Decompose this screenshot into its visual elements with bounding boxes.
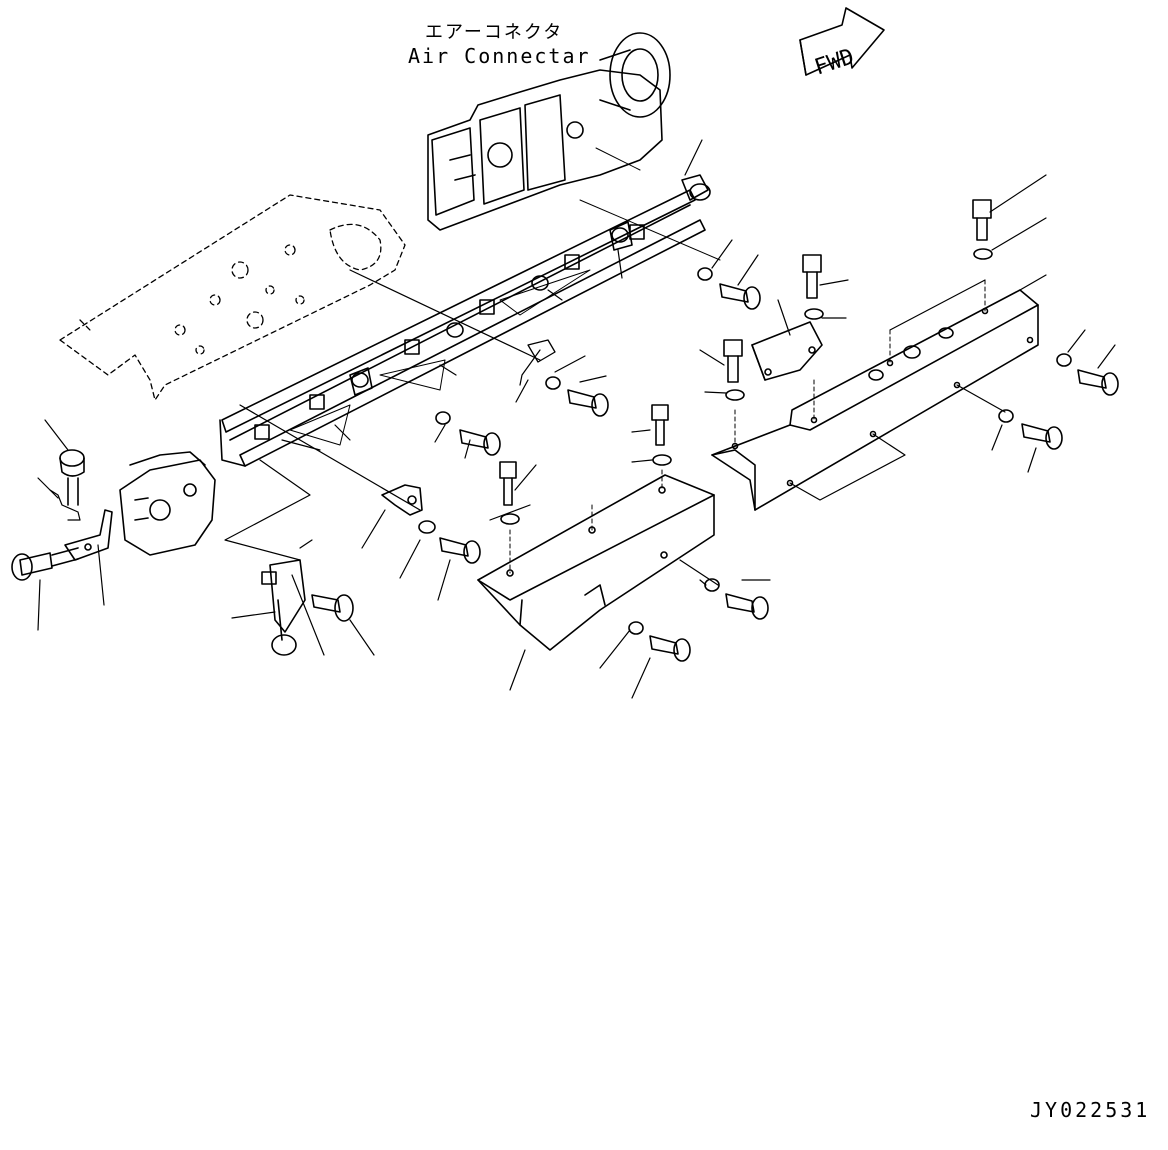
bolt [1021,423,1063,450]
washer [1056,353,1072,367]
valve-assembly [119,451,216,556]
bolt [719,283,761,310]
sensor-bolt [311,594,354,622]
washer [652,454,672,466]
bolt [723,339,743,383]
cover-plate-right [711,279,1039,511]
bolt [459,429,501,456]
bolt [802,254,822,299]
washer [998,409,1014,423]
air-connector-assembly [427,32,671,231]
washer [418,520,436,534]
bolt [1077,369,1119,396]
sensor-clip [261,559,306,656]
washer [628,621,644,635]
bolt [972,199,992,241]
air-connector-label: Air Connectar [408,44,591,68]
left-bracket [64,509,113,561]
angle-bracket [751,321,823,381]
cover-plate-center [477,469,715,651]
washer [973,248,993,260]
drawing-code: JY022531 [1030,1098,1151,1122]
leader-lines [224,139,703,561]
fwd-label: FWD [812,44,858,80]
washer [804,308,824,320]
washer [545,376,561,390]
top-left-bolt [59,449,85,506]
washer [725,389,745,401]
bolt [649,635,691,662]
air-connector-label-jp: エアーコネクタ [425,22,564,43]
fwd-arrow-icon: FWD [799,7,885,81]
bolt [651,404,669,446]
washer [500,513,520,525]
small-clamp [527,339,556,363]
bolt [439,537,481,564]
bolt [725,593,769,620]
washer [697,267,713,281]
washer [435,411,451,425]
washer [704,578,720,592]
bolt [499,461,517,506]
clamp-bracket [381,484,423,516]
pipe-rail [219,174,711,467]
dashed-plate [59,194,406,401]
bolt [567,389,609,417]
left-bolt [11,547,79,581]
